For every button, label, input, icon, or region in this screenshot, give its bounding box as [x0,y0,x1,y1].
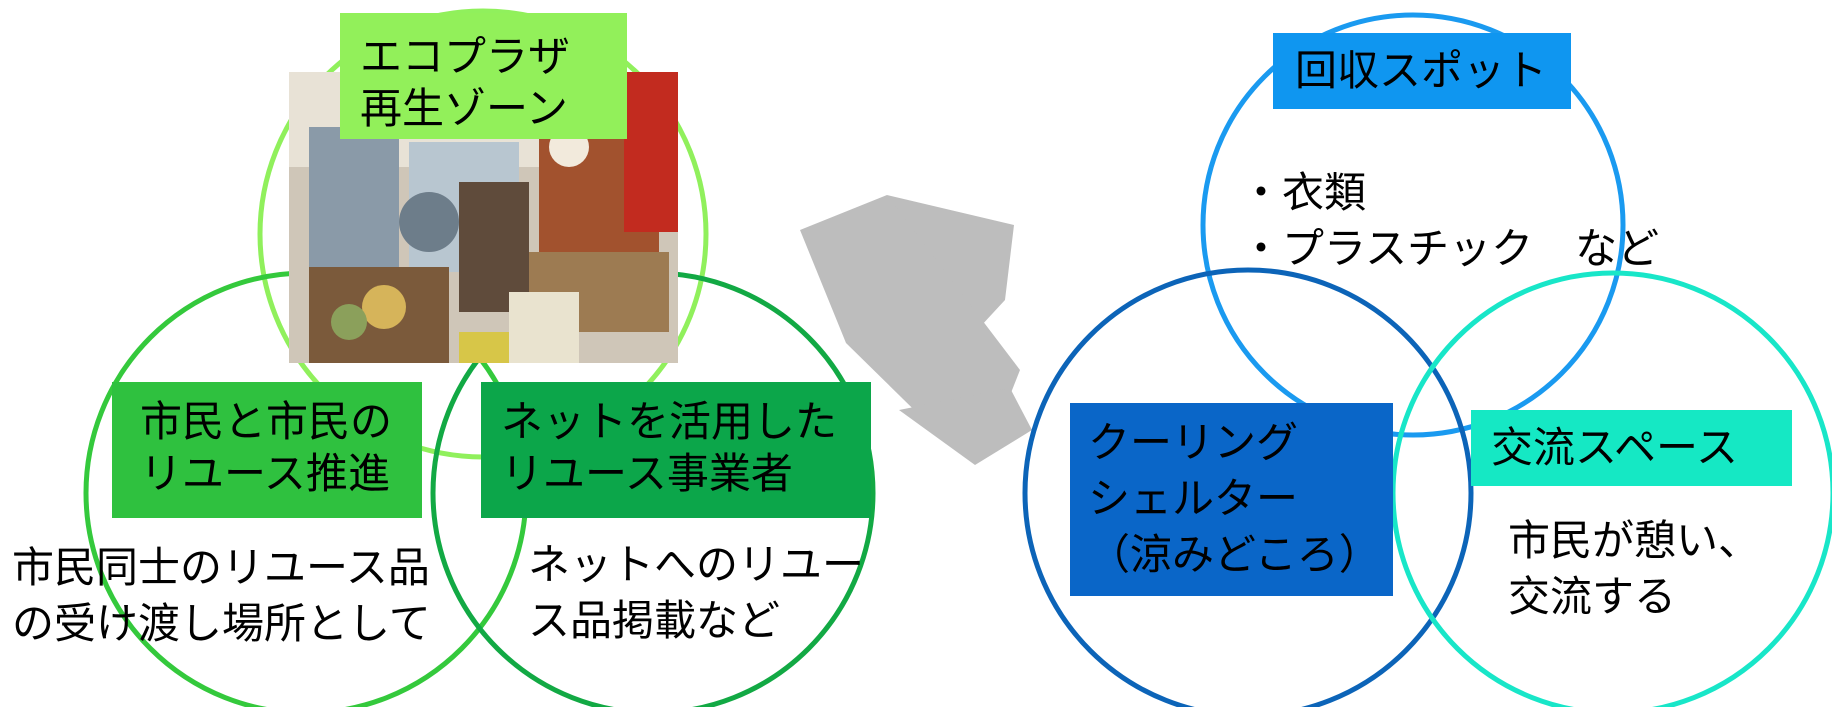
eco-plaza-label-line: エコプラザ [360,32,571,81]
right-bottom-right-circle [1390,270,1832,707]
exchange-space-label: 交流スペース [1471,410,1792,486]
times-symbol [800,195,1032,465]
description-line: 市民が憩い、 [1508,516,1761,565]
eco-plaza-label: エコプラザ 再生ゾーン [340,13,627,139]
eco-plaza-label-line: 再生ゾーン [360,84,568,133]
description-line: 交流する [1508,572,1677,621]
net-reuse-business-label: ネットを活用した リユース事業者 [481,382,871,518]
net-reuse-business-label-line: リユース事業者 [501,449,793,498]
net-reuse-business-label-line: ネットを活用した [501,397,838,446]
cooling-shelter-label: クーリング シェルター （涼みどころ） [1070,403,1393,596]
right-bottom-left-circle [1022,267,1474,707]
citizen-reuse-label-line: リユース推進 [140,449,390,498]
description-line: 市民同士のリユース品 [12,543,430,592]
collection-item-line: ・プラスチック など [1240,224,1660,273]
exchange-space-description: 市民が憩い、 交流する [1508,513,1760,625]
collection-item-line: ・衣類 [1240,168,1367,217]
cooling-shelter-label-line: （涼みどころ） [1088,530,1381,579]
collection-spot-label: 回収スポット [1273,33,1571,109]
cooling-shelter-label-line: クーリング [1088,418,1299,467]
collection-spot-label-line: 回収スポット [1295,46,1548,95]
description-line: ネットへのリユー [528,540,865,589]
net-reuse-description: ネットへのリユー ス品掲載など [528,537,864,649]
citizen-reuse-label-line: 市民と市民の [140,397,393,446]
collection-items-text: ・衣類 ・プラスチック など [1240,165,1659,277]
citizen-reuse-label: 市民と市民の リユース推進 [112,382,422,518]
cooling-shelter-label-line: シェルター [1088,474,1299,523]
description-line: の受け渡し場所として [12,599,431,648]
right-top-circle [1200,12,1626,438]
exchange-space-label-line: 交流スペース [1491,423,1738,472]
description-line: ス品掲載など [528,596,781,645]
citizen-reuse-description: 市民同士のリユース品 の受け渡し場所として [12,540,431,652]
